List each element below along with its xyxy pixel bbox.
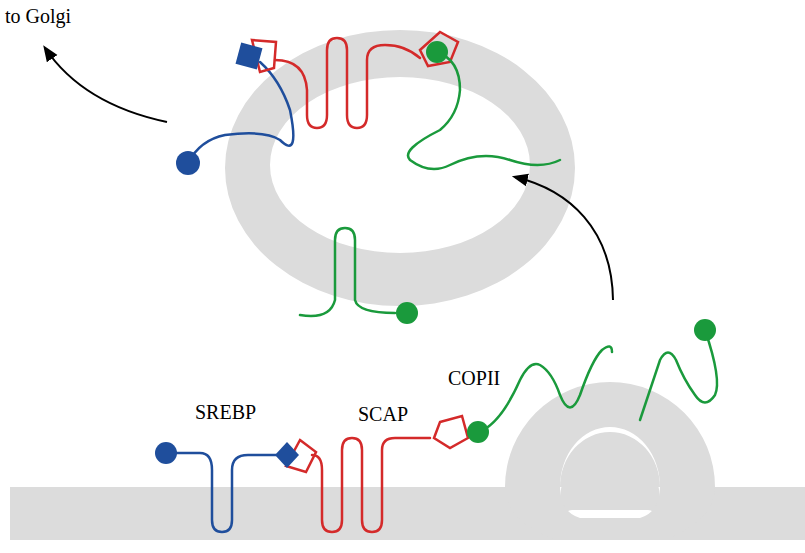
copii-head	[396, 302, 418, 324]
copii-head	[694, 319, 716, 341]
srebp-head	[155, 442, 177, 464]
vesicle	[225, 30, 575, 306]
protein-label: SREBP	[195, 402, 256, 422]
srebp-head	[176, 151, 200, 175]
bud-neck-fill	[505, 432, 715, 540]
protein-label: COPII	[448, 368, 500, 388]
srebp-tag	[275, 442, 299, 468]
scap-chain	[275, 38, 420, 128]
protein-label: SCAP	[358, 404, 408, 424]
copii-chain	[408, 52, 560, 169]
copii-head	[467, 421, 489, 443]
copii-head	[426, 41, 448, 63]
srebp-tag	[236, 43, 263, 70]
copii-chain	[300, 228, 395, 316]
scap-domain	[434, 416, 468, 448]
transport-arrow	[45, 48, 167, 122]
srebp-chain	[188, 62, 293, 163]
copii-chain	[478, 346, 612, 432]
transport-arrow	[515, 177, 613, 300]
scap-chain	[312, 438, 430, 532]
membrane	[10, 382, 805, 540]
srebp-chain	[166, 453, 278, 532]
copii-chain	[640, 330, 717, 420]
destination-label: to Golgi	[5, 6, 71, 26]
